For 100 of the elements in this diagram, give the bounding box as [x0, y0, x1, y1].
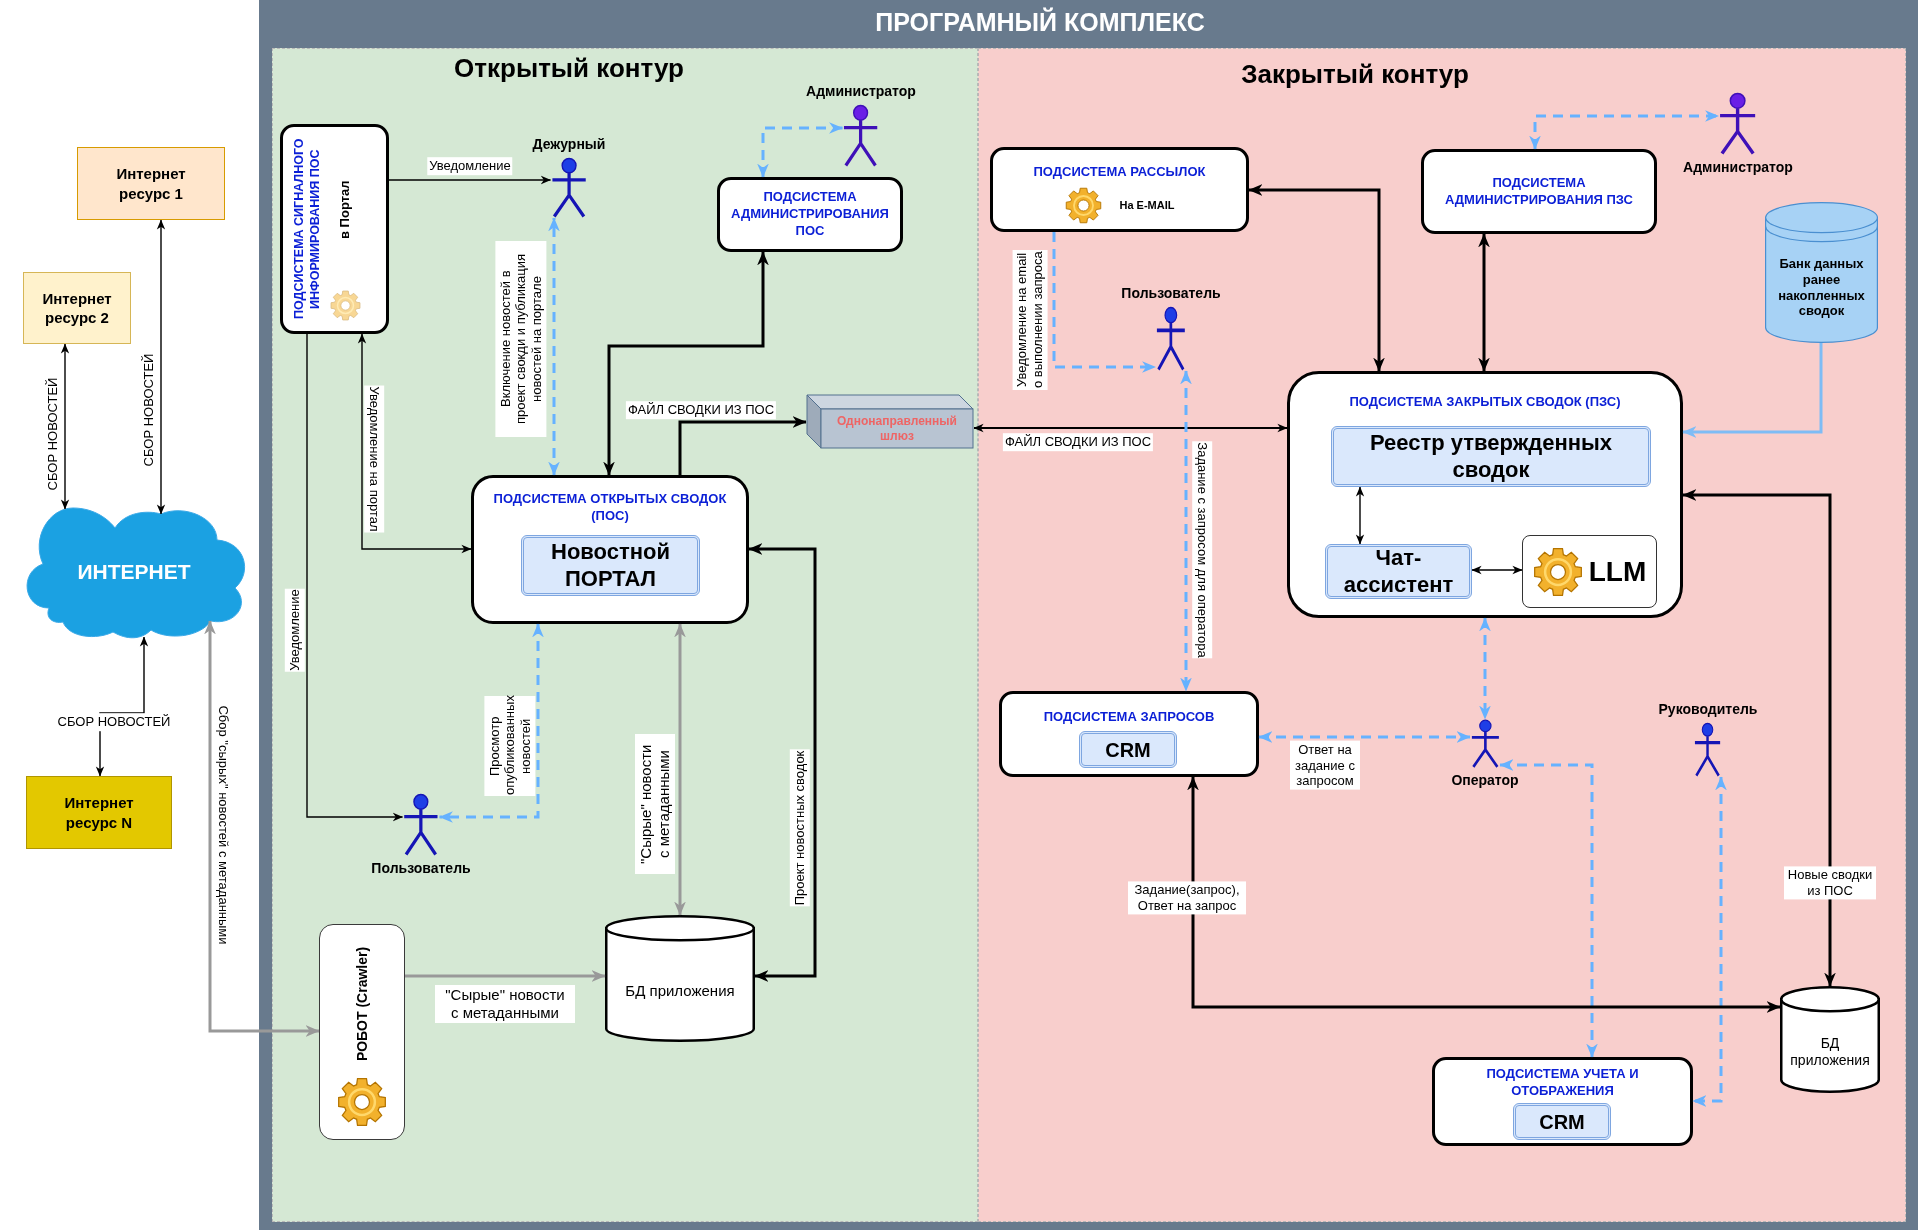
- edge-label: СБОР НОВОСТЕЙ: [55, 713, 173, 731]
- arrow: [748, 543, 817, 982]
- edge-label: "Сырые" новости с метаданными: [435, 985, 575, 1023]
- subsystem-title: РОБОТ (Crawler): [352, 945, 371, 1064]
- subsystem-title: ПОДСИСТЕМА АДМИНИСТРИРОВАНИЯ ПОС: [730, 189, 890, 240]
- resource-box: [26, 776, 172, 849]
- zone-panel: [978, 48, 1906, 1222]
- module-box: [1331, 426, 1651, 487]
- subsystem-title: ПОДСИСТЕМА ОТКРЫТЫХ СВОДОК (ПОС): [492, 491, 728, 525]
- module-name: Чат-ассистент: [1342, 545, 1455, 598]
- edge-label: "Сырые" новости с метаданными: [635, 734, 675, 874]
- subsystem-box: [1432, 1057, 1693, 1146]
- subsystem-title: ПОДСИСТЕМА СИГНАЛНОГО ИНФОРМИРОВАНИЯ ПОС: [291, 137, 324, 321]
- resource-name: Интернет ресурс 1: [115, 164, 187, 203]
- subsystem-box: [280, 124, 389, 334]
- edge-label: Уведомление на email о выполнении запроса: [1012, 250, 1048, 390]
- arrow: [548, 217, 560, 476]
- database-label: БД приложения: [625, 981, 735, 1000]
- arrow: [95, 636, 149, 777]
- subsystem-box: [471, 475, 749, 624]
- arrow: [156, 219, 166, 515]
- zone-title: Закрытый контур: [1241, 58, 1469, 90]
- arrow: [1682, 343, 1823, 438]
- subsystem-title: ПОДСИСТЕМА ЗАКРЫТЫХ СВОДОК (ПЗС): [1349, 394, 1621, 411]
- arrow: [204, 620, 320, 1037]
- channel-label: На E-MAIL: [1119, 199, 1175, 212]
- role-label: Администратор: [806, 83, 916, 100]
- arrow: [1478, 233, 1490, 372]
- subsystem-title: ПОДСИСТЕМА УЧЕТА И ОТОБРАЖЕНИЯ: [1485, 1066, 1640, 1100]
- module-box: [1325, 544, 1472, 599]
- role-label: Руководитель: [1658, 701, 1758, 718]
- arrow: [1187, 776, 1781, 1013]
- arrow: [1052, 232, 1157, 373]
- edge-label: ФАЙЛ СВОДКИ ИЗ ПОС: [625, 401, 777, 419]
- module-name: Реестр утвержденных сводок: [1368, 430, 1614, 483]
- edge-label: ФАЙЛ СВОДКИ ИЗ ПОС: [1002, 433, 1154, 451]
- arrow: [603, 251, 769, 476]
- resource-box: [23, 272, 131, 344]
- module-box: [1522, 535, 1657, 608]
- resource-name: Интернет ресурс 2: [41, 288, 113, 328]
- arrow: [306, 333, 404, 822]
- arrow: [1180, 370, 1192, 692]
- subsystem-title: ПОДСИСТЕМА ЗАПРОСОВ: [1043, 709, 1215, 726]
- arrow: [1471, 565, 1523, 575]
- arrow: [1355, 486, 1365, 545]
- resource-box: [77, 147, 225, 220]
- edge-label: Уведомление на портал: [364, 385, 384, 533]
- edge-label: Уведомление: [285, 588, 305, 672]
- database-label: Банк данных ранее накопленных сводок: [1777, 256, 1866, 319]
- resource-name: Интернет ресурс N: [63, 793, 135, 832]
- edge-label: Задание с запросом для оператора: [1192, 441, 1212, 659]
- edge-label: Проект новостных сводок: [790, 749, 810, 907]
- module-name: Новостной ПОРТАЛ: [550, 539, 671, 592]
- arrow: [1248, 184, 1385, 372]
- arrow: [1529, 110, 1720, 150]
- cloud-label: ИНТЕРНЕТ: [77, 560, 191, 584]
- edge-label: Новые сводки из ПОС: [1784, 866, 1876, 900]
- edge-label: Ответ на задание с запросом: [1290, 740, 1360, 790]
- role-label: Дежурный: [532, 136, 606, 153]
- zone-title: Открытый контур: [454, 52, 684, 84]
- subsystem-box: [990, 147, 1249, 232]
- subsystem-title: ПОДСИСТЕМА РАССЫЛОК: [1033, 164, 1206, 181]
- arrow: [678, 416, 807, 475]
- channel-label: в Портал: [336, 179, 353, 241]
- arrow: [1479, 617, 1491, 720]
- gateway-label: Однонаправленный шлюз: [836, 414, 958, 443]
- database-label: БД приложения: [1789, 1034, 1871, 1069]
- edge-label: Включение новостей в проект свокди и публикация новостей на портале: [495, 241, 547, 437]
- arrow: [757, 122, 844, 178]
- subsystem-box: [1287, 371, 1683, 618]
- system-frame: [259, 0, 1918, 1230]
- subsystem-title: ПОДСИСТЕМА АДМИНИСТРИРОВАНИЯ ПЗС: [1443, 174, 1634, 209]
- arrow: [1258, 731, 1471, 743]
- arrow: [388, 175, 552, 185]
- arrow: [1682, 489, 1836, 987]
- role-label: Пользователь: [371, 860, 471, 877]
- module-box: [1079, 731, 1177, 768]
- edge-label: Просмотр опубликованных новостей: [484, 696, 536, 796]
- module-box: [1513, 1103, 1611, 1140]
- arrow: [1692, 776, 1727, 1107]
- role-label: Оператор: [1451, 772, 1519, 789]
- zone-panel: [272, 48, 978, 1222]
- arrow: [438, 623, 544, 823]
- module-name: CRM: [1539, 1109, 1585, 1134]
- role-label: Администратор: [1683, 159, 1793, 176]
- role-label: Пользователь: [1121, 285, 1221, 302]
- module-name: CRM: [1105, 737, 1151, 762]
- subsystem-box: [999, 691, 1259, 777]
- edge-label: Задание(запрос), Ответ на запрос: [1128, 881, 1246, 915]
- arrow: [1499, 759, 1598, 1058]
- arrow: [973, 423, 1288, 433]
- arrow: [405, 970, 606, 982]
- subsystem-box: [1421, 149, 1657, 234]
- frame-title: ПРОГРАМНЫЙ КОМПЛЕКС: [875, 7, 1205, 37]
- module-name: LLM: [1588, 555, 1647, 588]
- subsystem-box: [717, 177, 903, 252]
- arrow: [357, 333, 472, 554]
- arrow: [60, 343, 70, 510]
- module-box: [521, 535, 700, 596]
- arrow: [674, 623, 686, 916]
